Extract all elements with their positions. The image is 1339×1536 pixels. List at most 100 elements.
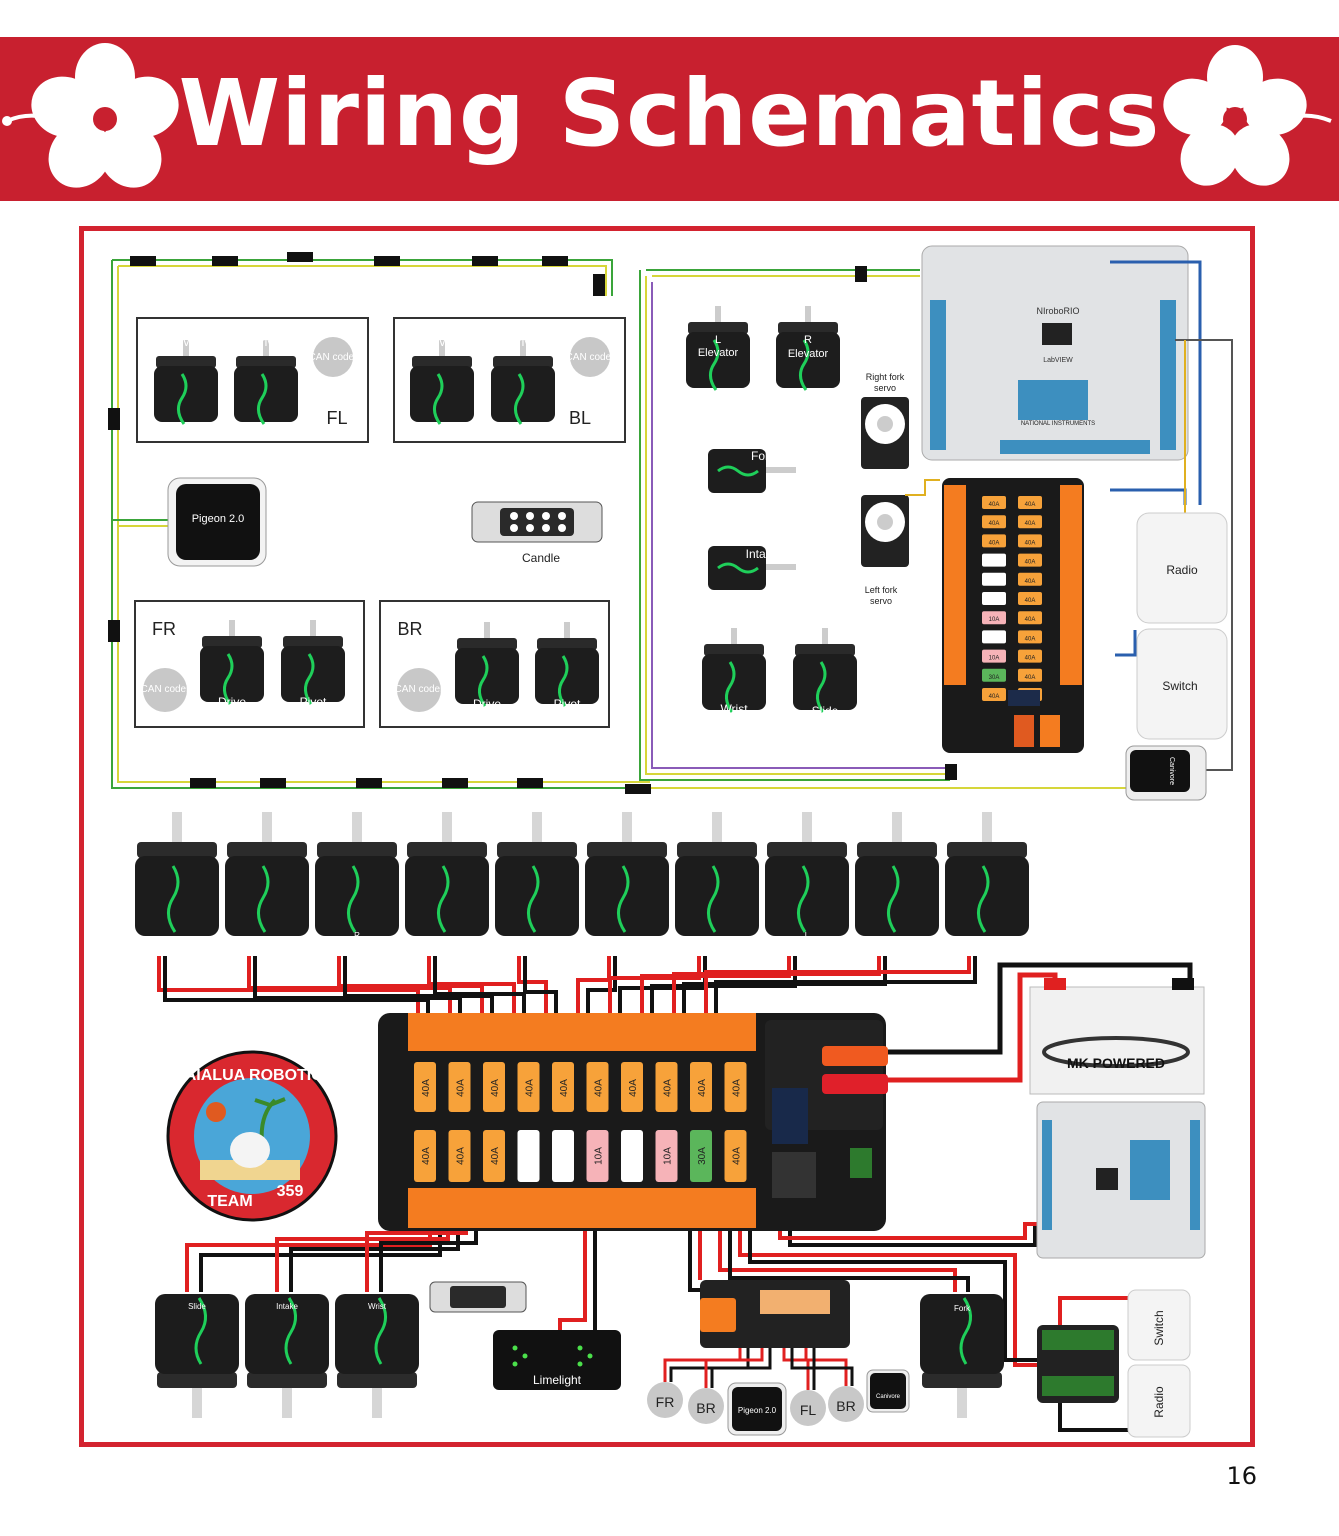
power-wire-black bbox=[289, 1228, 460, 1292]
rpm-wire-black bbox=[748, 1230, 1040, 1362]
roborio: NIroboRIO LabVIEW NATIONAL INSTRUMENTS bbox=[921, 245, 1189, 461]
falcon-motor bbox=[763, 810, 851, 938]
top-motor-label-1: L bbox=[805, 931, 810, 940]
pdh-fuse bbox=[517, 1130, 540, 1182]
vrm-output-label: BR bbox=[836, 1398, 855, 1414]
pdh-top-fuse bbox=[982, 649, 1006, 663]
pigeon-small: Pigeon 2.0 bbox=[727, 1382, 787, 1436]
can-connectors bbox=[108, 252, 957, 794]
elevator-l-line1: L bbox=[715, 334, 721, 346]
pdh-top-fuse bbox=[982, 515, 1006, 529]
vrm-wire bbox=[804, 1348, 848, 1386]
module-fl-motor-2: Drive bbox=[252, 335, 280, 349]
logo-bottom-text: TEAM bbox=[207, 1193, 252, 1210]
vrm-wire bbox=[704, 1348, 764, 1388]
fork-intake-motors: Fork Intake bbox=[706, 447, 798, 592]
falcon-motor bbox=[153, 1292, 241, 1420]
logo-number: 359 bbox=[277, 1183, 304, 1200]
vrm-output-label: BR bbox=[696, 1400, 715, 1416]
pdh-fuse-label: 40A bbox=[490, 1079, 501, 1097]
pdh-fuse-label: 40A bbox=[697, 1079, 708, 1097]
pdh-fuse-label: 40A bbox=[628, 1079, 639, 1097]
rpm-wire-red bbox=[738, 1230, 1040, 1367]
power-wire-black bbox=[433, 956, 526, 1015]
pdh-fuse bbox=[655, 1130, 678, 1182]
pdh-fuse-label: 40A bbox=[525, 1079, 536, 1097]
pdh-fuse-label: 40A bbox=[663, 1079, 674, 1097]
pdh-fuse-label: 40A bbox=[456, 1079, 467, 1097]
pdh-top-fuse bbox=[982, 630, 1006, 644]
vrm-wire bbox=[710, 1348, 772, 1388]
pdh-top-fuse bbox=[982, 572, 1006, 586]
bottom-motor-label: Intake bbox=[276, 1302, 298, 1311]
pdh-fuse bbox=[552, 1130, 574, 1182]
slide-label: Slide bbox=[812, 704, 839, 718]
pdh-top-fuse bbox=[982, 611, 1006, 625]
power-wire-red bbox=[704, 956, 971, 1015]
vrm-wire bbox=[669, 1348, 750, 1382]
pdh-top-fuse bbox=[982, 553, 1006, 567]
hibiscus-left-icon bbox=[2, 43, 179, 188]
cancoder-icon bbox=[688, 1388, 724, 1424]
limelight-label: Limelight bbox=[533, 1373, 582, 1387]
falcon-motor bbox=[493, 810, 581, 938]
module-fl-sensor: CAN coder bbox=[309, 352, 359, 363]
right-servo-line2: servo bbox=[874, 383, 896, 393]
battery-wire-black bbox=[886, 962, 1193, 1055]
pdh-top-fuse-label: 40A bbox=[1025, 579, 1036, 585]
pdh-top-fuse bbox=[1018, 572, 1042, 586]
module-bl: Pivot Drive CAN coder BL bbox=[393, 317, 626, 443]
top-motor-label: FR Pivot bbox=[432, 936, 463, 945]
pdh-top-fuse-label: 40A bbox=[1025, 502, 1036, 508]
power-wiring bbox=[157, 956, 1193, 1432]
team-logo: WAIALUA ROBOTICS TEAM 359 bbox=[166, 1050, 338, 1222]
power-wire-black bbox=[523, 956, 558, 1015]
switch-label: Switch bbox=[1162, 679, 1197, 693]
pdh-fuse-label: 40A bbox=[559, 1079, 570, 1097]
module-fr-motor-1: Drive bbox=[218, 695, 246, 709]
module-fl-motor-1: Pivot bbox=[173, 335, 200, 349]
pdh-fuse bbox=[448, 1062, 471, 1112]
pdh-top-fuse bbox=[1018, 630, 1042, 644]
module-bl-label: BL bbox=[569, 408, 591, 428]
top-motor-label: BL Drive bbox=[702, 936, 733, 945]
power-wire-red bbox=[337, 956, 484, 1015]
hibiscus-right-icon bbox=[1163, 45, 1332, 186]
pdh-top-fuse-label: 40A bbox=[989, 540, 1000, 546]
pdh-fuse-label: 40A bbox=[490, 1147, 501, 1165]
cancoder-icon bbox=[790, 1390, 826, 1426]
pdh-top-fuse bbox=[982, 592, 1006, 605]
pdh-top-fuse-label: 40A bbox=[989, 502, 1000, 508]
falcon-motor bbox=[333, 1292, 421, 1420]
pdh-top-fuse-label: 40A bbox=[989, 694, 1000, 700]
candle-small bbox=[429, 1281, 527, 1313]
rio-wire-red bbox=[778, 1222, 1055, 1240]
module-fr-sensor: CAN coder bbox=[141, 684, 191, 695]
vrm-wire-black bbox=[688, 1228, 700, 1292]
pdh-top-fuse bbox=[1018, 668, 1042, 682]
canivore-small-label: Canivore bbox=[876, 1394, 901, 1400]
fork-wire-red bbox=[718, 1228, 957, 1292]
left-servo-line1: Left fork bbox=[865, 585, 898, 595]
canivore-small: Canivore bbox=[866, 1369, 910, 1413]
falcon-motor bbox=[673, 810, 761, 938]
roborio-name: NIroboRIO bbox=[1036, 306, 1079, 316]
page-title: Wiring Schematics bbox=[178, 60, 1161, 167]
bottom-motor-label: Slide bbox=[188, 1302, 206, 1311]
pdh-fuse bbox=[517, 1062, 540, 1112]
power-wire-red bbox=[576, 956, 611, 1015]
radio-label: Radio bbox=[1166, 563, 1198, 577]
top-motor-label: BL Pivot bbox=[612, 936, 642, 945]
pdh-fuse bbox=[621, 1062, 643, 1112]
pdh-top-fuse bbox=[982, 496, 1006, 509]
pdh-fuse bbox=[724, 1130, 747, 1182]
pdh-fuse bbox=[414, 1062, 436, 1112]
pdh-fuse-label: 40A bbox=[421, 1079, 432, 1097]
pdh-top-fuse-label: 10A bbox=[989, 656, 1000, 662]
power-wire-red bbox=[275, 1228, 450, 1292]
top-motor-label-1: R bbox=[354, 931, 360, 940]
pdh-top-fuse bbox=[982, 668, 1006, 682]
